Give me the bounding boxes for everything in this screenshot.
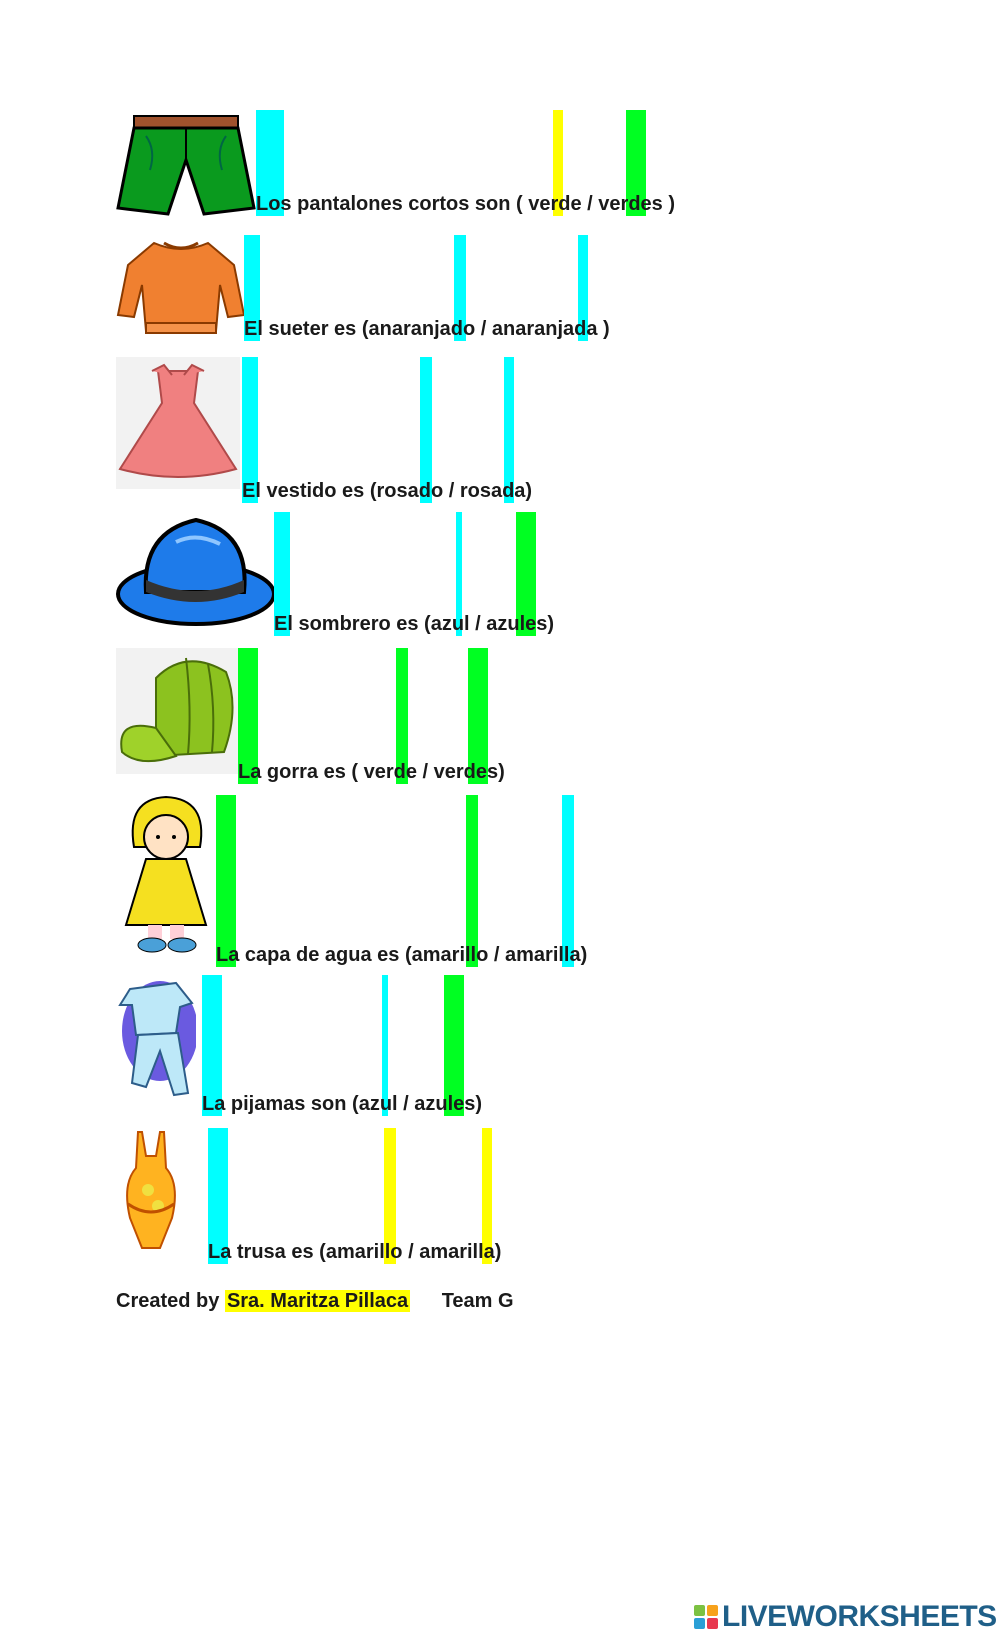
answer-box[interactable]: [562, 795, 574, 967]
answer-box[interactable]: [242, 357, 258, 503]
orange-sweater-image: [116, 241, 246, 334]
item-sentence-3: El vestido es (rosado / rosada): [242, 357, 532, 503]
liveworksheets-logo[interactable]: LIVEWORKSHEETS: [694, 1600, 997, 1634]
blue-hat-image: [116, 517, 276, 626]
item-sentence-5: La gorra es ( verde / verdes): [238, 648, 505, 784]
answer-box[interactable]: [256, 110, 284, 216]
item-row-1: Los pantalones cortos son ( verde / verd…: [0, 110, 1000, 225]
author-name: Sra. Maritza Pillaca: [224, 1290, 411, 1312]
answer-box[interactable]: [626, 110, 646, 216]
item-sentence-1: Los pantalones cortos son ( verde / verd…: [256, 110, 675, 216]
answer-box[interactable]: [244, 235, 260, 341]
item-sentence-2: El sueter es (anaranjado / anaranjada ): [244, 235, 610, 341]
item-row-7: La pijamas son (azul / azules): [0, 975, 1000, 1120]
pink-dress-image: [116, 357, 240, 489]
answer-box[interactable]: [208, 1128, 228, 1264]
answer-box[interactable]: [384, 1128, 396, 1264]
credit-line: Created by Sra. Maritza Pillaca Team G: [116, 1290, 514, 1313]
answer-box[interactable]: [420, 357, 432, 503]
yellow-raincoat-image: [124, 795, 208, 953]
item-row-3: El vestido es (rosado / rosada): [0, 357, 1000, 507]
answer-box[interactable]: [553, 110, 563, 216]
item-row-4: El sombrero es (azul / azules): [0, 512, 1000, 640]
answer-box[interactable]: [274, 512, 290, 636]
yellow-swimsuit-image: [126, 1131, 176, 1249]
item-sentence-7: La pijamas son (azul / azules): [202, 975, 482, 1116]
answer-box[interactable]: [454, 235, 466, 341]
answer-box[interactable]: [202, 975, 222, 1116]
answer-box[interactable]: [382, 975, 388, 1116]
answer-box[interactable]: [578, 235, 588, 341]
answer-box[interactable]: [444, 975, 464, 1116]
answer-box[interactable]: [504, 357, 514, 503]
item-row-5: La gorra es ( verde / verdes): [0, 648, 1000, 788]
green-cap-image: [116, 648, 240, 774]
answer-box[interactable]: [238, 648, 258, 784]
blue-pajamas-image: [118, 981, 196, 1097]
liveworksheets-logo-icon: [694, 1605, 718, 1629]
answer-box[interactable]: [516, 512, 536, 636]
logo-text: LIVEWORKSHEETS: [722, 1600, 997, 1633]
green-shorts-image: [116, 115, 256, 216]
item-row-8: La trusa es (amarillo / amarilla): [0, 1128, 1000, 1268]
item-sentence-8: La trusa es (amarillo / amarilla): [208, 1128, 501, 1264]
answer-box[interactable]: [216, 795, 236, 967]
team-label: Team G: [441, 1290, 514, 1312]
answer-box[interactable]: [466, 795, 478, 967]
item-row-6: La capa de agua es (amarillo / amarilla): [0, 795, 1000, 970]
answer-box[interactable]: [482, 1128, 492, 1264]
created-by-label: Created by: [116, 1290, 220, 1312]
item-row-2: El sueter es (anaranjado / anaranjada ): [0, 235, 1000, 345]
answer-box[interactable]: [396, 648, 408, 784]
item-sentence-4: El sombrero es (azul / azules): [274, 512, 554, 636]
answer-box[interactable]: [456, 512, 462, 636]
item-sentence-6: La capa de agua es (amarillo / amarilla): [216, 795, 587, 967]
answer-box[interactable]: [468, 648, 488, 784]
